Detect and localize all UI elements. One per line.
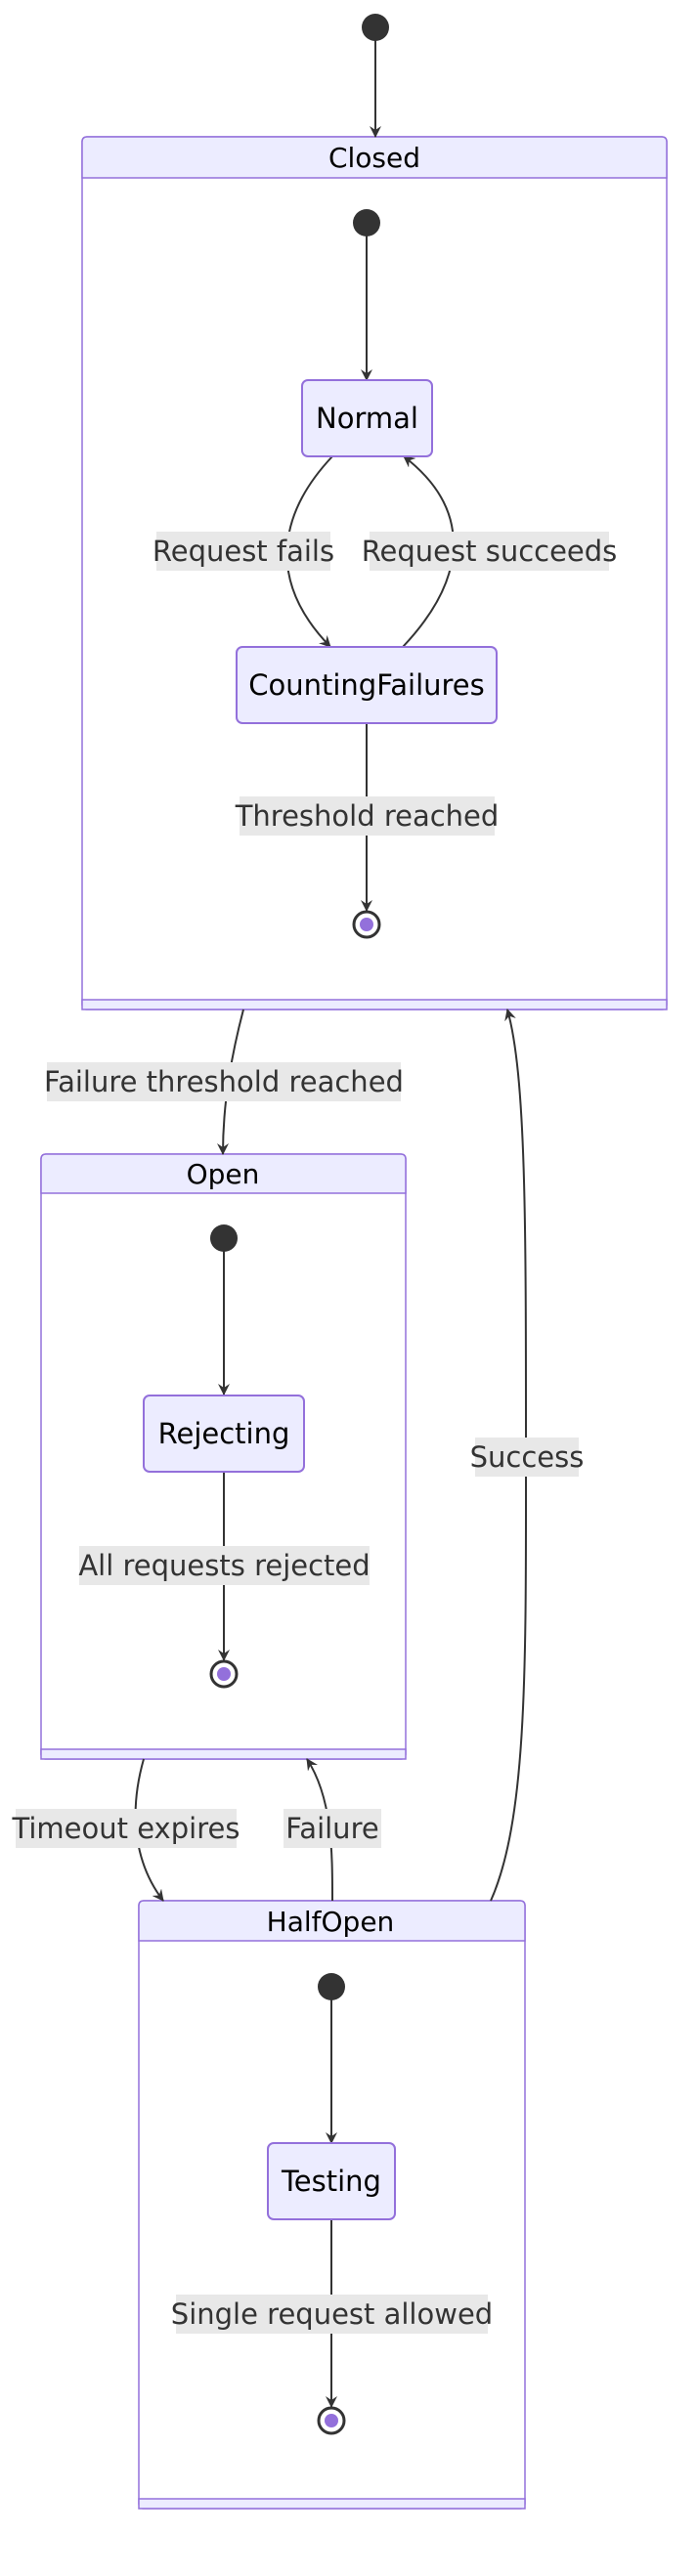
label-failure-text: Failure: [285, 1812, 378, 1845]
label-success: Success: [470, 1438, 585, 1477]
state-rejecting-label: Rejecting: [158, 1417, 290, 1450]
label-failure-threshold-reached-text: Failure threshold reached: [44, 1065, 404, 1098]
label-request-fails-text: Request fails: [153, 535, 334, 568]
half-open-title: HalfOpen: [267, 1906, 395, 1938]
halfopen-end-marker: [317, 2406, 346, 2435]
open-end-marker: [209, 1659, 239, 1689]
open-start-dot: [210, 1224, 238, 1252]
state-counting-failures: CountingFailures: [236, 646, 498, 724]
label-request-succeeds: Request succeeds: [362, 532, 618, 571]
markers: [209, 14, 389, 2435]
label-request-fails: Request fails: [153, 532, 334, 571]
label-success-text: Success: [470, 1440, 585, 1474]
label-failure-threshold-reached: Failure threshold reached: [44, 1062, 404, 1101]
label-all-requests-rejected: All requests rejected: [78, 1546, 371, 1585]
label-single-request-allowed-text: Single request allowed: [171, 2297, 493, 2331]
closed-start-dot: [353, 209, 380, 236]
state-counting-failures-label: CountingFailures: [248, 668, 485, 702]
open-title: Open: [187, 1158, 260, 1190]
label-timeout-expires-text: Timeout expires: [12, 1812, 240, 1845]
label-timeout-expires: Timeout expires: [12, 1809, 240, 1848]
state-normal-label: Normal: [316, 402, 418, 435]
halfopen-start-dot: [318, 1973, 345, 2000]
initial-start-dot: [362, 14, 389, 41]
composite-state-closed: Closed: [81, 136, 668, 1010]
label-single-request-allowed: Single request allowed: [171, 2295, 493, 2334]
edge-labels: Request fails Request succeeds Threshold…: [12, 532, 618, 2334]
state-testing: Testing: [267, 2142, 396, 2220]
label-threshold-reached-text: Threshold reached: [235, 799, 500, 833]
label-failure: Failure: [284, 1809, 381, 1848]
label-request-succeeds-text: Request succeeds: [362, 535, 618, 568]
state-rejecting: Rejecting: [143, 1395, 305, 1473]
state-testing-label: Testing: [281, 2165, 381, 2198]
closed-end-marker: [352, 910, 381, 939]
label-all-requests-rejected-text: All requests rejected: [78, 1549, 370, 1582]
closed-title: Closed: [328, 142, 420, 174]
state-normal: Normal: [301, 379, 433, 457]
label-threshold-reached: Threshold reached: [235, 796, 500, 836]
